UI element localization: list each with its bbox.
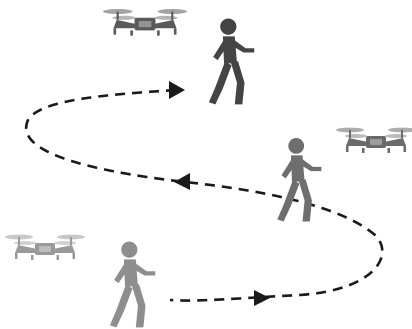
drone-icon <box>336 128 412 153</box>
arrow-right-icon <box>254 290 270 306</box>
flight-path-dashed-line <box>26 90 382 301</box>
arrow-left-icon <box>174 173 190 190</box>
drone-icon <box>103 9 187 36</box>
arrow-right-icon <box>169 81 185 99</box>
drone-icon <box>5 235 85 260</box>
walking-person-icon <box>209 19 254 105</box>
walking-person-icon <box>277 138 321 221</box>
walking-person-icon <box>110 242 155 328</box>
